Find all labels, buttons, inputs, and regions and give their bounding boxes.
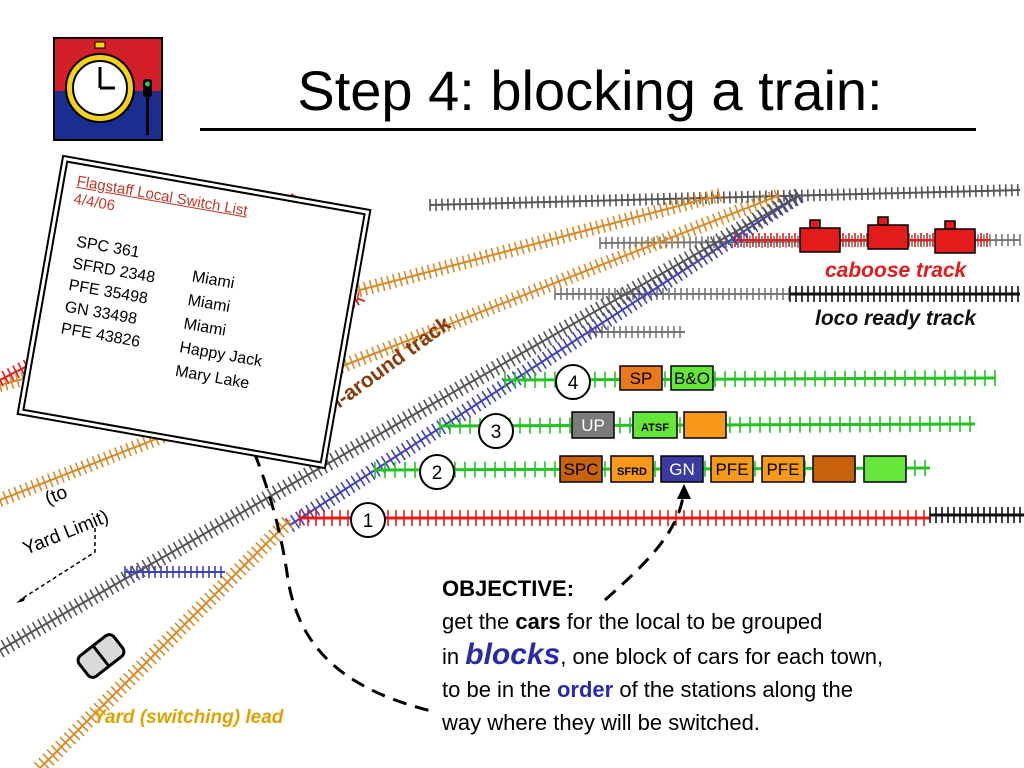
car-reporting-mark: GN [669,460,695,479]
freight-car: GN [660,455,704,483]
blue-track [284,188,804,533]
yard-limit-arrowhead [16,595,26,603]
car-reporting-mark: SPC [564,460,599,479]
svg-text:3: 3 [491,422,502,443]
car-reporting-mark: ATSF [641,422,669,434]
switch-list-card: Flagstaff Local Switch List 4/4/06 SPC 3… [22,160,366,464]
track-layer [0,184,1024,768]
loco-ready-track-a [554,288,790,300]
sequence-arrowhead-gn [677,484,691,499]
objective-text-part: of the stations along the [613,677,853,702]
objective-blocks: blocks [465,638,561,671]
objective-text-part: to be in the [442,677,557,702]
freight-car: UP [571,411,615,439]
freight-car: SFRD [610,455,654,483]
main-track-top [429,184,1021,212]
locomotive-icon [76,633,126,679]
run-around-track [0,189,781,507]
loco-ready-track-b [789,286,1020,302]
svg-text:4: 4 [568,373,579,394]
objective-order: order [556,677,614,702]
freight-car: PFE [710,455,754,483]
objective-cars: cars [515,609,561,634]
svg-text:1: 1 [363,511,374,532]
objective-text-part: , one block of cars for each town, [560,644,884,669]
freight-car: SPC [559,455,603,483]
caboose-car [799,219,841,253]
objective-heading: OBJECTIVE: [442,576,575,601]
objective-line-3: to be in the order of the stations along… [442,673,1017,706]
car-reporting-mark: UP [581,416,605,435]
car-reporting-mark: PFE [715,460,748,479]
title-underline [200,128,976,131]
objective-line-1: get the cars for the local to be grouped [442,605,1017,638]
yard-limit-arrow [19,528,96,601]
loco-ready-track-label: loco ready track [815,307,977,330]
freight-car [863,455,907,483]
car-reporting-mark: SP [630,369,653,388]
objective-text-part: for the local to be grouped [560,609,823,634]
svg-text:2: 2 [432,463,443,484]
track-number-1: 1 [350,502,386,538]
slide-title: Step 4: blocking a train: [297,59,883,122]
to-yard-limit-label-2: Yard Limit) [20,506,112,559]
freight-car: ATSF [632,411,678,439]
track-number-4: 4 [555,364,591,400]
freight-car: B&O [670,365,714,391]
car-reporting-mark: SFRD [617,466,647,478]
freight-car: SP [619,365,663,391]
track-number-3: 3 [478,413,514,449]
switch-list-rows: SPC 361 SFRD 2348 Miami PFE 35498 Miami … [55,232,278,397]
objective-line-4: way where they will be switched. [442,710,760,735]
yard-lead-track [33,516,294,768]
yard-lead-label: Yard (switching) lead [93,707,284,728]
car-layer: SP B&O UP ATSF SPC SFRD GN PFE PFE [559,216,976,483]
caboose-car [934,220,976,254]
sequence-arrow-down [244,431,436,714]
freight-car [683,411,727,439]
objective-line-2: in blocks, one block of cars for each to… [442,638,1017,673]
freight-car: PFE [761,455,805,483]
short-blue-spur [124,566,225,578]
objective-text: OBJECTIVE: get the cars for the local to… [442,572,1017,739]
track-1-black [929,507,1024,523]
sequence-arrow-up [604,489,686,602]
car-reporting-mark: B&O [674,369,710,388]
caboose-car [867,216,909,250]
freight-car [812,455,856,483]
track-number-2: 2 [419,454,455,490]
objective-text-part: in [442,644,466,669]
gray-ladder [0,188,803,658]
short-spur [589,326,685,338]
objective-text-part: get the [442,609,516,634]
track-1-red [299,510,930,526]
caboose-track-label: caboose track [825,259,968,282]
car-reporting-mark: PFE [766,460,799,479]
stopwatch-logo-icon [53,37,163,141]
